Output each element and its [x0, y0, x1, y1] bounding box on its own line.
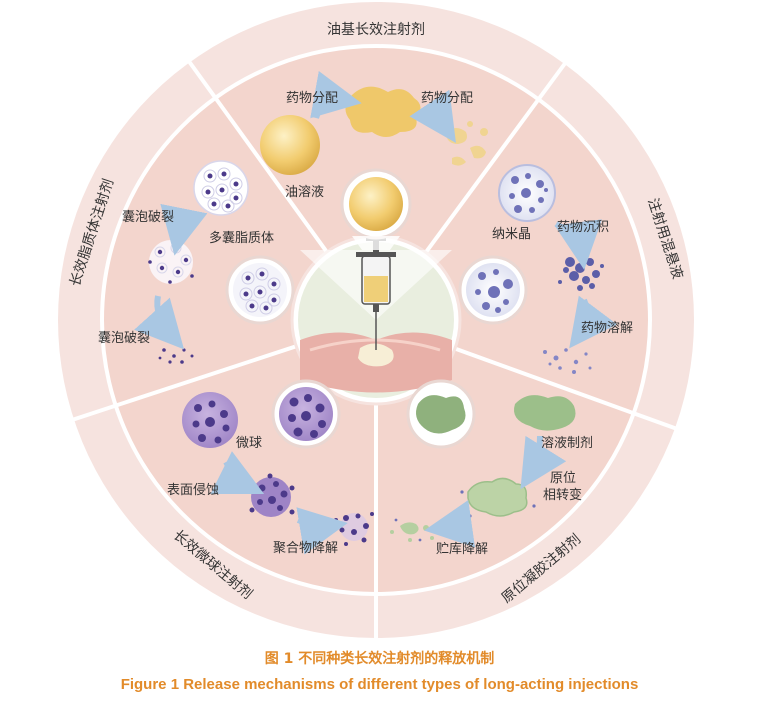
suspension-magnifier: [458, 255, 528, 325]
liposome-arrow-1: [160, 203, 208, 256]
label-depot-degradation: 贮库降解: [436, 541, 488, 557]
label-drug-dissolve: 药物溶解: [581, 321, 633, 336]
liposome-segment: 囊泡破裂 多囊脂质体 囊泡破裂: [98, 160, 295, 364]
oil-arrow-1: [310, 71, 362, 119]
label-multivesicular-liposome: 多囊脂质体: [209, 230, 274, 246]
label-microsphere: 微球: [236, 436, 262, 451]
microsphere-arrow-1: [210, 451, 265, 495]
oil-segment: 药物分配 药物分配 油溶液: [260, 71, 488, 250]
label-vesicle-rupture-2: 囊泡破裂: [98, 330, 150, 346]
label-drug-partition-1: 药物分配: [286, 91, 338, 106]
label-vesicle-rupture-1: 囊泡破裂: [122, 209, 174, 225]
injected-depot: [358, 343, 394, 367]
label-nanocrystal: 纳米晶: [492, 227, 531, 242]
label-drug-precipitate: 药物沉积: [557, 220, 609, 235]
release-mechanism-diagram: 药物分配 药物分配 油溶液: [58, 2, 694, 640]
label-drug-partition-2: 药物分配: [421, 91, 473, 106]
caption-english: Figure 1 Release mechanisms of different…: [120, 676, 639, 693]
liposome-arrow-2: [134, 295, 185, 350]
microsphere-segment: 微球 表面侵蚀 聚合物降解: [167, 379, 374, 556]
label-in-situ: 原位: [550, 471, 576, 486]
oil-droplet-large: [260, 115, 320, 175]
oil-magnifier: [340, 168, 412, 250]
liposome-magnifier: [225, 255, 295, 325]
center-syringe-panel: [290, 234, 462, 406]
gel-segment: 溶液制剂 原位 相转变 贮库降解: [390, 379, 593, 557]
label-phase-transition: 相转变: [543, 487, 582, 503]
suspension-arrow-2: [569, 295, 618, 349]
label-surface-erosion: 表面侵蚀: [167, 482, 219, 498]
gel-arrow-2: [424, 499, 476, 548]
microsphere-magnifier: [271, 379, 341, 449]
oil-arrow-2: [409, 89, 456, 143]
label-oil-solution: 油溶液: [285, 185, 324, 200]
microsphere-arrow-2: [296, 507, 348, 555]
suspension-arrow-1: [554, 219, 603, 270]
nanocrystal-particle: [498, 164, 556, 222]
label-solution-formulation: 溶液制剂: [541, 436, 593, 451]
segment-title-oil: 油基长效注射剂: [327, 21, 425, 38]
caption-chinese: 图 1 不同种类长效注射剂的释放机制: [264, 651, 495, 667]
suspension-segment: 纳米晶 药物沉积 药物溶解: [458, 164, 633, 374]
gel-magnifier: [406, 379, 476, 449]
gel-arrow-1: [520, 435, 567, 490]
drug-dissolved-dots: [543, 348, 592, 374]
gel-solution-blob: [514, 395, 576, 431]
label-polymer-degradation: 聚合物降解: [273, 541, 338, 556]
oil-drug-blob: [345, 86, 421, 137]
microsphere-particle: [182, 392, 238, 448]
liposome-particle-top: [193, 160, 249, 216]
